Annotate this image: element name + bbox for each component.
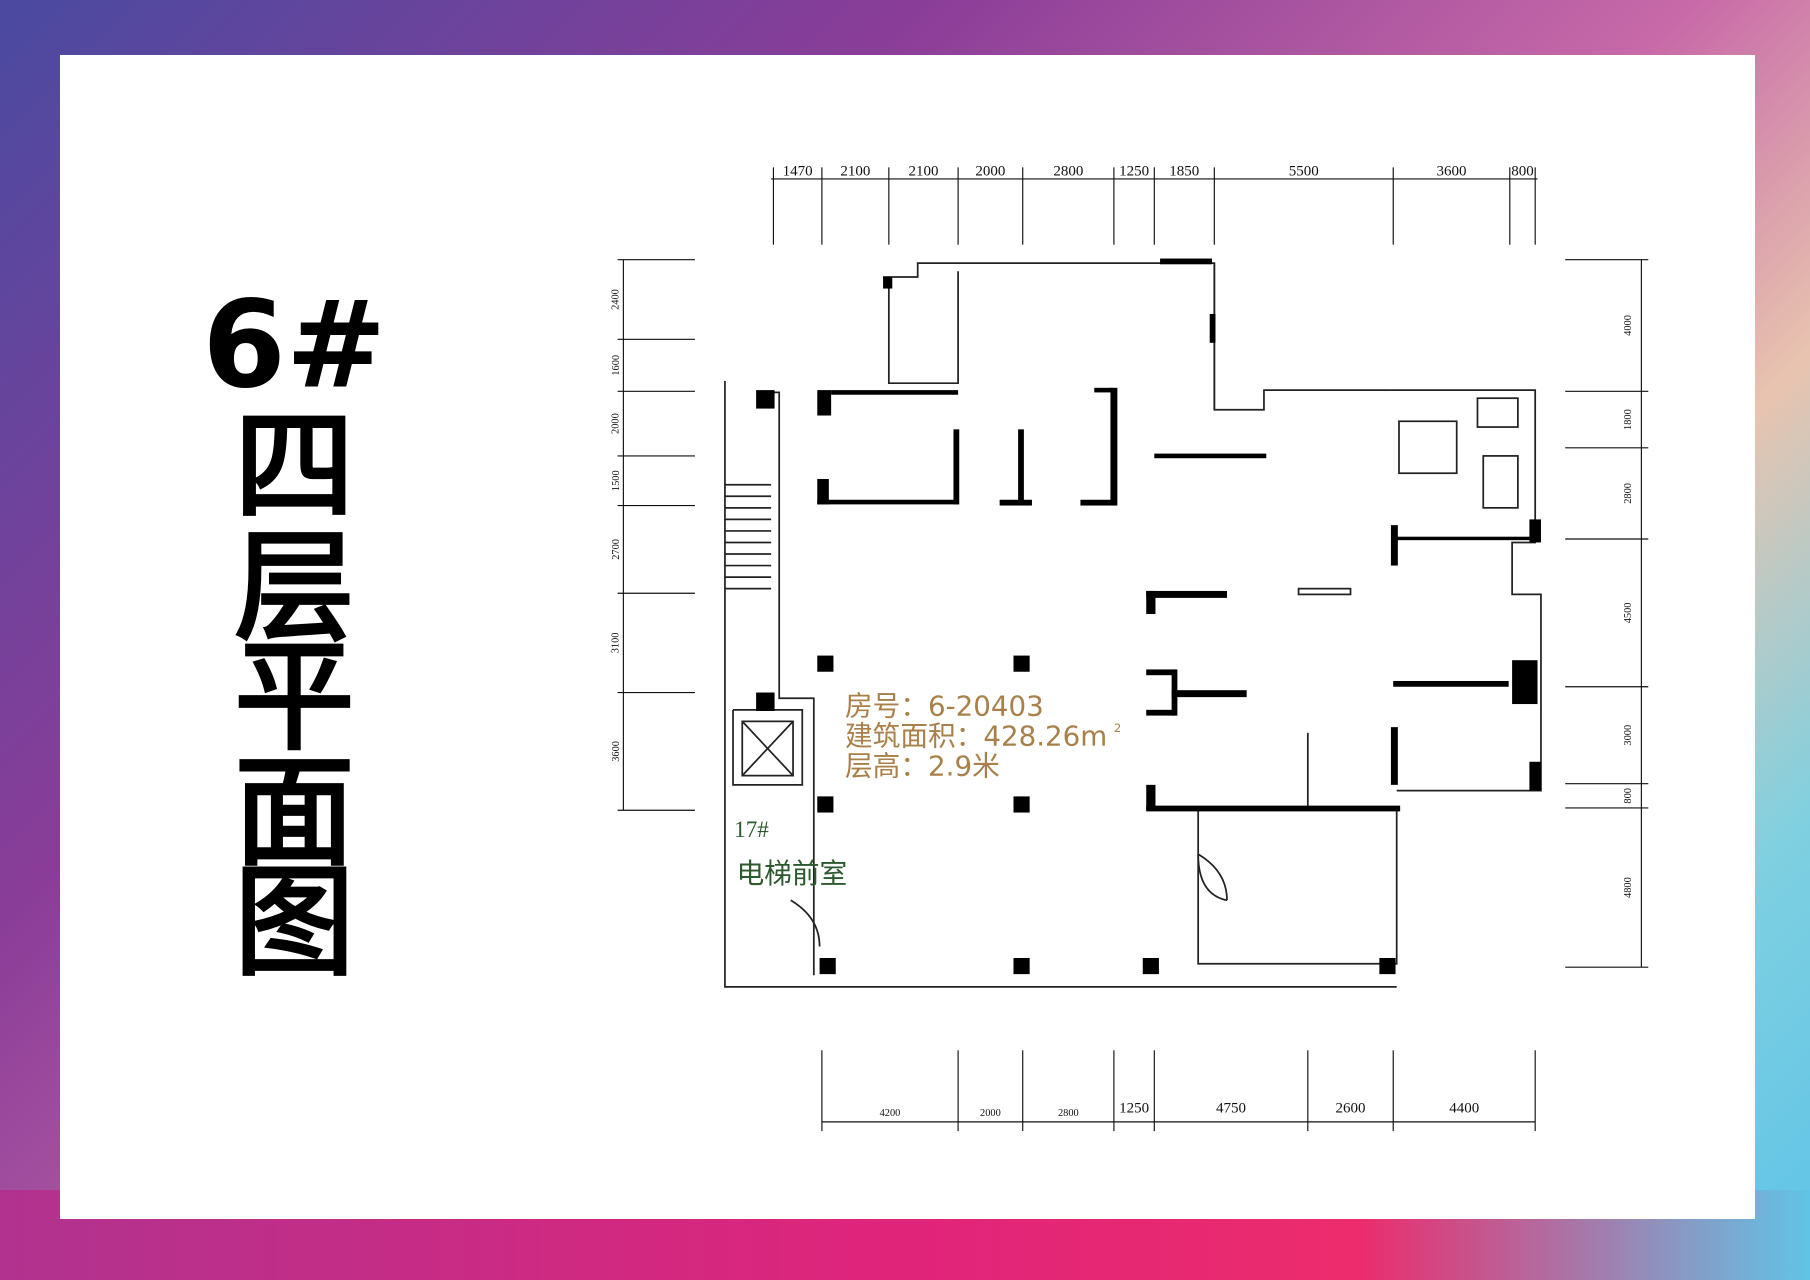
dimension-label: 2800	[1053, 163, 1083, 179]
dimension-label: 2000	[611, 413, 622, 434]
dimension-label: 1470	[783, 163, 813, 179]
walls-thin	[724, 262, 1542, 988]
dimension-label: 4400	[1449, 1101, 1479, 1117]
dimension-label: 3000	[1623, 725, 1634, 746]
dimension-label: 3600	[611, 741, 622, 762]
dimension-label: 4750	[1216, 1101, 1246, 1117]
dimension-label: 2600	[1336, 1101, 1366, 1117]
dimension-label: 1800	[1623, 409, 1634, 430]
title-char: 层	[234, 519, 354, 658]
dimension-label: 4200	[880, 1108, 901, 1119]
title-char: 四	[234, 398, 354, 537]
stairs-icon	[724, 483, 772, 590]
title-char: 面	[234, 744, 354, 883]
dimension-label: 4500	[1623, 603, 1634, 624]
dimension-label: 5500	[1289, 163, 1319, 179]
dimension-label: 2800	[1623, 483, 1634, 504]
dimension-label: 2400	[611, 289, 622, 310]
white-panel	[60, 55, 1755, 1219]
dimension-label: 2000	[980, 1108, 1001, 1119]
dimension-label: 1600	[611, 355, 622, 376]
dimension-label: 1500	[611, 470, 622, 491]
dimension-label: 800	[1511, 163, 1534, 179]
dimension-label: 1250	[1119, 163, 1149, 179]
dimension-label: 4800	[1623, 877, 1634, 898]
floor-height: 层高：2.9米	[845, 750, 1000, 783]
dimension-label: 2700	[611, 539, 622, 560]
dimension-label: 4000	[1623, 315, 1634, 336]
dimension-label: 2100	[908, 163, 938, 179]
unit-info: 房号：6-20403 建筑面积：428.26m 2 层高：2.9米 17# 电梯…	[734, 690, 1121, 889]
title-building: 6#	[202, 277, 386, 416]
dimension-label: 2000	[975, 163, 1005, 179]
lobby-name: 电梯前室	[736, 858, 847, 889]
walls-thick	[756, 258, 1541, 975]
dimension-label: 3600	[1437, 163, 1467, 179]
page-title: 6# 四 层 平 面 图	[202, 277, 386, 993]
lobby-number: 17#	[734, 816, 769, 842]
title-char: 图	[234, 854, 354, 993]
area-unit-superscript: 2	[1114, 721, 1121, 735]
floor-area: 建筑面积：428.26m	[845, 720, 1107, 753]
dimension-label: 2800	[1058, 1108, 1079, 1119]
dimension-label: 800	[1623, 788, 1634, 804]
dimension-label: 3100	[611, 633, 622, 654]
room-number: 房号：6-20403	[845, 690, 1044, 723]
title-char: 平	[234, 629, 354, 768]
dimension-label: 1250	[1119, 1101, 1149, 1117]
dimension-label: 2100	[840, 163, 870, 179]
dimension-lines	[617, 167, 1649, 1132]
dimension-label: 1850	[1169, 163, 1199, 179]
